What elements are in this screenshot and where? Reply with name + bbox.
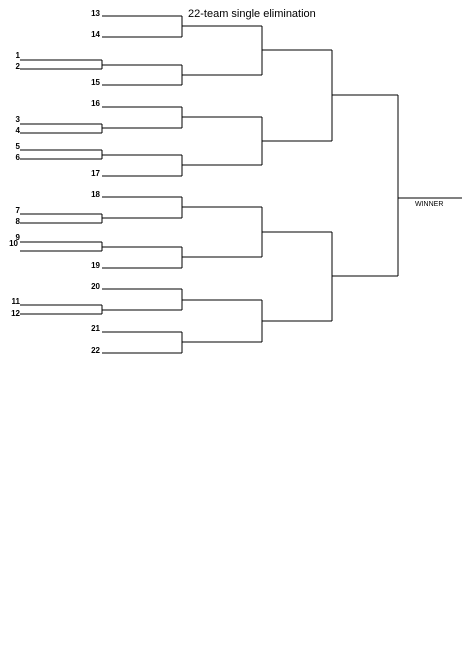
winner-label: WINNER xyxy=(415,201,444,208)
seed-label-22: 22 xyxy=(91,346,100,355)
seed-label-16: 16 xyxy=(91,99,100,108)
seed-label-19: 19 xyxy=(91,261,100,270)
seed-label-6: 6 xyxy=(15,153,20,162)
seed-label-1: 1 xyxy=(15,51,20,60)
seed-label-2: 2 xyxy=(15,62,20,71)
seed-label-9: 9 xyxy=(15,233,20,242)
seed-label-17: 17 xyxy=(91,169,100,178)
seed-label-5: 5 xyxy=(15,142,20,151)
seed-label-4: 4 xyxy=(15,126,20,135)
seed-label-8: 8 xyxy=(15,217,20,226)
seed-label-7: 7 xyxy=(15,206,20,215)
seed-label-12: 12 xyxy=(11,309,20,318)
seed-label-21: 21 xyxy=(91,324,100,333)
seed-label-13: 13 xyxy=(91,9,100,18)
seed-label-14: 14 xyxy=(91,30,100,39)
page-title: 22-team single elimination xyxy=(188,8,316,20)
seed-label-18: 18 xyxy=(91,190,100,199)
seed-label-11: 11 xyxy=(11,297,20,306)
seed-label-10: 10 xyxy=(9,239,18,248)
seed-label-20: 20 xyxy=(91,282,100,291)
seed-label-15: 15 xyxy=(91,78,100,87)
seed-label-3: 3 xyxy=(15,115,20,124)
